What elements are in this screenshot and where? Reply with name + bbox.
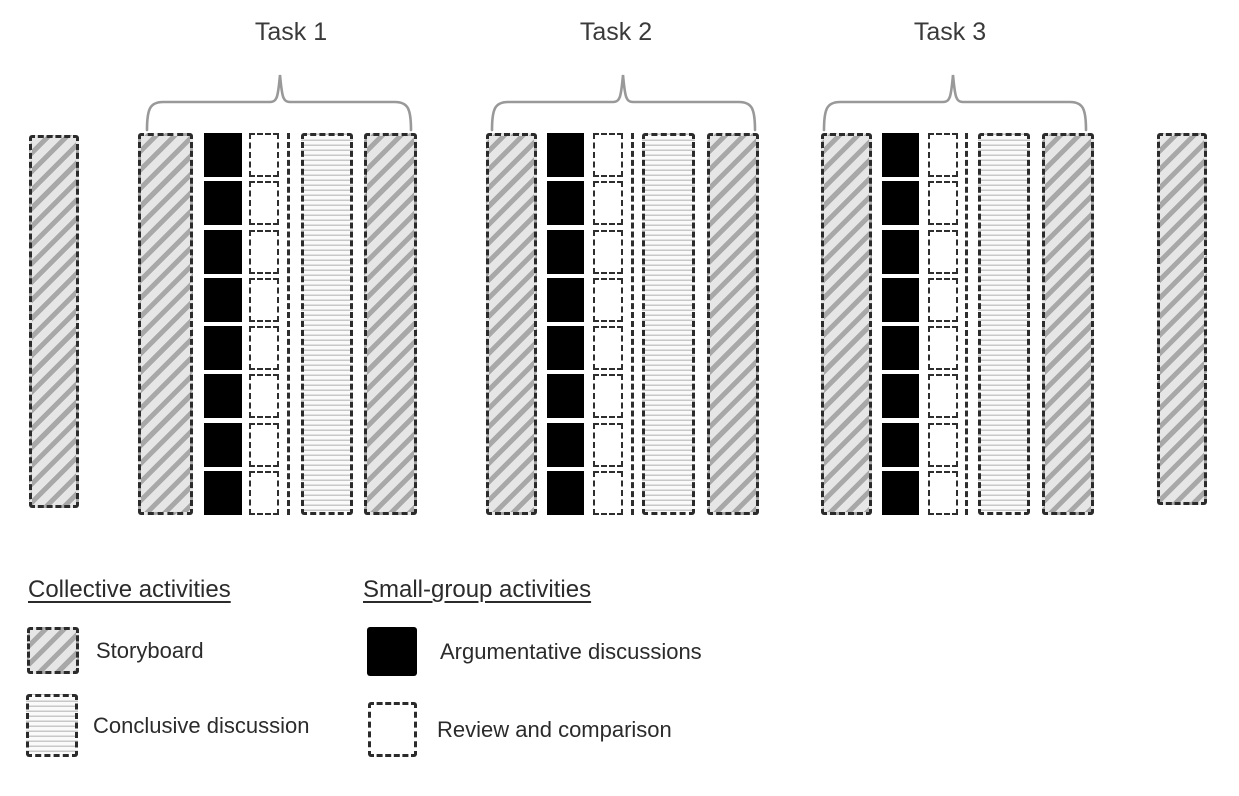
review-segment: [593, 277, 623, 322]
legend-row-storyboard: Storyboard: [27, 627, 204, 674]
review-segment: [249, 181, 279, 226]
argumentative-segment: [204, 374, 242, 419]
legend-label-review: Review and comparison: [437, 716, 672, 742]
review-segment: [928, 133, 958, 177]
argumentative-segment: [882, 326, 919, 371]
argumentative-segment: [882, 181, 919, 226]
argumentative-segment: [547, 229, 584, 274]
argumentative-segment: [547, 470, 584, 515]
argumentative-segment: [547, 374, 584, 419]
storyboard-bar: [821, 133, 872, 515]
review-segment: [249, 326, 279, 371]
review-segment: [249, 229, 279, 274]
task-brace: [490, 74, 757, 132]
review-segment: [249, 422, 279, 467]
argumentative-segment: [547, 277, 584, 322]
legend-heading-collective: Collective activities: [28, 576, 231, 603]
argumentative-segment: [547, 422, 584, 467]
review-guide-line: [631, 133, 634, 515]
storyboard-bar-standalone: [29, 135, 79, 508]
argumentative-segment: [204, 326, 242, 371]
legend-row-conclusive: Conclusive discussion: [26, 694, 309, 757]
review-segment: [928, 326, 958, 371]
argumentative-segment: [882, 277, 919, 322]
argumentative-segment: [204, 277, 242, 322]
argumentative-segment: [882, 374, 919, 419]
legend-label-argumentative: Argumentative discussions: [440, 638, 702, 664]
review-column: [593, 133, 623, 515]
storyboard-bar: [138, 133, 193, 515]
review-segment: [593, 133, 623, 177]
review-segment: [593, 326, 623, 371]
argumentative-segment: [882, 470, 919, 515]
review-segment: [928, 422, 958, 467]
task-brace: [822, 74, 1088, 132]
review-segment: [249, 133, 279, 177]
conclusive-bar: [301, 133, 353, 515]
argumentative-segment: [547, 326, 584, 371]
argumentative-column: [882, 133, 919, 515]
argumentative-segment: [204, 422, 242, 467]
storyboard-bar-standalone: [1157, 133, 1207, 505]
review-segment: [593, 470, 623, 515]
storyboard-bar: [1042, 133, 1094, 515]
review-segment: [593, 422, 623, 467]
conclusive-discussion-swatch-icon: [26, 694, 78, 757]
argumentative-segment: [204, 133, 242, 177]
task-label: Task 3: [913, 18, 987, 46]
argumentative-segment: [547, 181, 584, 226]
review-segment: [249, 277, 279, 322]
argumentative-segment: [204, 229, 242, 274]
review-segment: [593, 229, 623, 274]
conclusive-bar: [978, 133, 1030, 515]
storyboard-bar: [707, 133, 759, 515]
review-segment: [593, 374, 623, 419]
review-segment: [928, 374, 958, 419]
review-column: [249, 133, 279, 515]
review-segment: [593, 181, 623, 226]
argumentative-segment: [882, 422, 919, 467]
review-column: [928, 133, 958, 515]
task-brace: [145, 74, 413, 132]
argumentative-segment: [204, 470, 242, 515]
argumentative-segment: [882, 229, 919, 274]
legend-row-argumentative: Argumentative discussions: [367, 627, 702, 676]
task-label: Task 1: [254, 18, 328, 46]
review-segment: [928, 229, 958, 274]
review-segment: [928, 181, 958, 226]
review-segment: [928, 470, 958, 515]
legend-heading-small-group: Small-group activities: [363, 576, 592, 603]
argumentative-discussions-swatch-icon: [367, 627, 417, 676]
argumentative-column: [204, 133, 242, 515]
review-segment: [249, 374, 279, 419]
review-guide-line: [287, 133, 290, 515]
conclusive-bar: [642, 133, 695, 515]
argumentative-segment: [547, 133, 584, 177]
task-label: Task 2: [579, 18, 653, 46]
argumentative-segment: [882, 133, 919, 177]
legend-label-storyboard: Storyboard: [96, 637, 204, 663]
storyboard-bar: [364, 133, 417, 515]
legend-label-conclusive: Conclusive discussion: [93, 712, 310, 738]
argumentative-column: [547, 133, 584, 515]
review-segment: [249, 470, 279, 515]
legend-row-review: Review and comparison: [368, 702, 672, 757]
review-guide-line: [965, 133, 968, 515]
storyboard-swatch-icon: [27, 627, 79, 674]
storyboard-bar: [486, 133, 537, 515]
review-segment: [928, 277, 958, 322]
review-comparison-swatch-icon: [368, 702, 417, 757]
argumentative-segment: [204, 181, 242, 226]
